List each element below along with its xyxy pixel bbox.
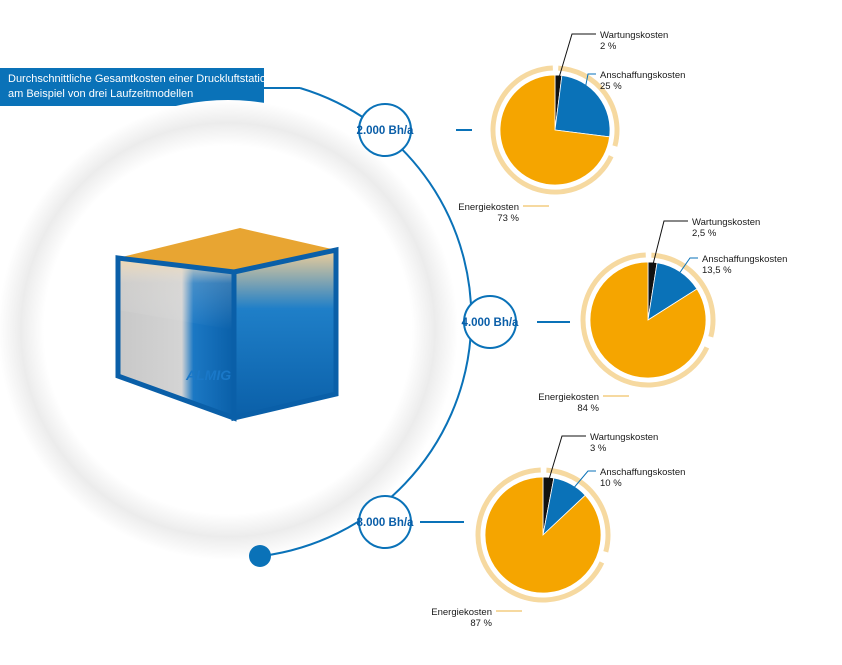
label-wartung-name: Wartungskosten (590, 432, 658, 443)
hours-node (463, 295, 517, 349)
hours-node (358, 495, 412, 549)
pie-slice-energiekosten (484, 476, 602, 594)
label-wartung-name: Wartungskosten (692, 217, 760, 228)
machine-side (234, 250, 336, 418)
label-energie-value: 87 % (470, 618, 492, 629)
label-energie-name: Energiekosten (458, 202, 519, 213)
leader-line (547, 435, 586, 484)
title-line-2: am Beispiel von drei Laufzeitmodellen (8, 88, 194, 100)
label-wartung-value: 2 % (600, 41, 617, 52)
title-line-1: Durchschnittliche Gesamtkosten einer Dru… (8, 73, 273, 85)
machine-frame-side (231, 246, 339, 422)
label-anschaffung-name: Anschaffungskosten (600, 70, 685, 81)
label-energie-name: Energiekosten (538, 392, 599, 403)
chart-title: Durchschnittliche Gesamtkosten einer Dru… (0, 68, 273, 106)
label-energie-name: Energiekosten (431, 607, 492, 618)
pie-ring-accent (558, 65, 620, 147)
compressor-illustration: ALMIG (115, 228, 339, 422)
label-wartung-value: 2,5 % (692, 228, 717, 239)
label-anschaffung-name: Anschaffungskosten (600, 467, 685, 478)
timeline-end-dot (249, 545, 271, 567)
pie-slice-anschaffungskosten (554, 74, 611, 138)
pie-ring-accent (546, 467, 611, 553)
label-wartung-value: 3 % (590, 443, 607, 454)
label-wartung-name: Wartungskosten (600, 30, 668, 41)
leader-line (559, 470, 596, 505)
pie-slice-energiekosten (499, 74, 611, 186)
hours-label: 8.000 Bh/a (357, 517, 414, 529)
label-energie-value: 73 % (497, 213, 519, 224)
hours-label: 2.000 Bh/a (357, 125, 414, 137)
leader-line (557, 33, 596, 81)
label-anschaffung-value: 10 % (600, 478, 622, 489)
hours-node (358, 103, 412, 157)
machine-front-highlight (118, 258, 234, 330)
pie-ring-accent (651, 252, 716, 338)
pie-slice-energiekosten (589, 261, 707, 379)
pie-ring-accent (580, 252, 710, 388)
label-anschaffung-value: 25 % (600, 81, 622, 92)
hours-label: 4.000 Bh/a (462, 317, 519, 329)
brand-logo: ALMIG (185, 367, 231, 383)
pie-ring-accent (490, 65, 614, 195)
label-anschaffung-name: Anschaffungskosten (702, 254, 787, 265)
pie-ring-accent (475, 467, 605, 603)
label-anschaffung-value: 13,5 % (702, 265, 732, 276)
leader-line (580, 73, 596, 110)
label-energie-value: 84 % (577, 403, 599, 414)
leader-line (666, 257, 698, 292)
leader-line (651, 220, 688, 269)
